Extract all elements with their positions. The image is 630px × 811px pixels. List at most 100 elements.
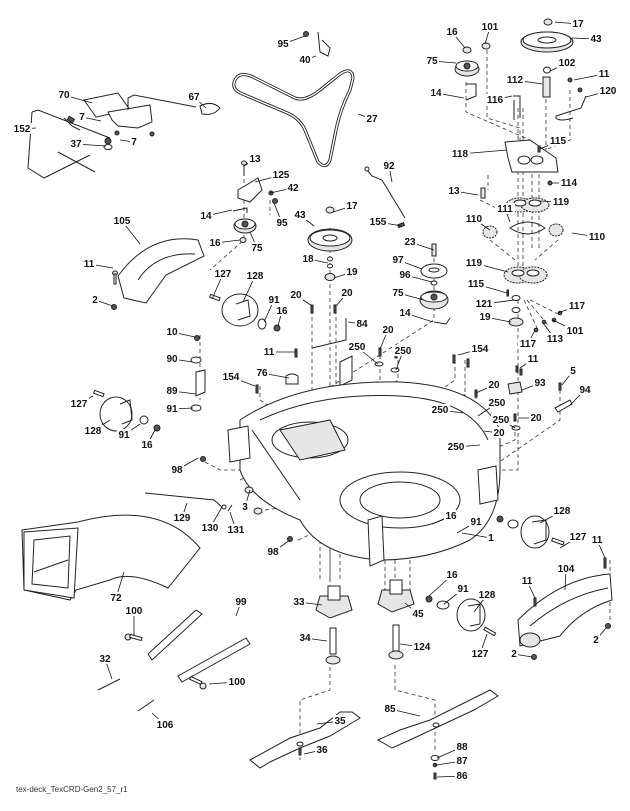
part-number-label: 11	[264, 347, 275, 358]
part-number-label: 154	[223, 372, 240, 383]
callout-97: 97	[391, 254, 423, 270]
part-number-label: 16	[445, 511, 457, 522]
label-background	[565, 325, 585, 336]
callout-87: 87	[436, 755, 469, 767]
part-number-label: 91	[457, 584, 469, 595]
label-background	[495, 203, 515, 214]
callout-128d: 128	[473, 589, 497, 613]
label-background	[592, 634, 600, 645]
callout-7b: 7	[119, 136, 138, 148]
callout-14c: 14	[398, 307, 434, 323]
part-number-label: 97	[392, 255, 404, 266]
part-number-label: 18	[302, 254, 314, 265]
part-number-label: 98	[171, 465, 183, 476]
callout-11e: 11	[590, 534, 606, 559]
callout-72: 72	[109, 571, 125, 604]
label-background	[477, 589, 497, 600]
part-number-label: 1	[488, 533, 494, 544]
callout-152: 152	[12, 123, 37, 135]
label-background	[487, 532, 495, 543]
label-background	[91, 294, 99, 305]
label-background	[262, 346, 276, 357]
label-background	[545, 333, 565, 344]
callout-115a: 115	[539, 135, 568, 150]
part-number-label: 118	[452, 149, 469, 160]
label-background	[78, 111, 86, 122]
label-background	[445, 569, 459, 580]
label-background	[109, 592, 123, 603]
callout-121: 121	[474, 298, 515, 310]
part-number-label: 45	[412, 609, 424, 620]
callout-250f: 250	[446, 441, 481, 453]
callout-19a: 19	[333, 266, 359, 279]
label-background	[213, 268, 233, 279]
part-number-label: 20	[382, 325, 394, 336]
belt-guide-40	[303, 31, 331, 57]
label-background	[124, 605, 144, 616]
callout-86: 86	[436, 770, 469, 782]
callout-32: 32	[98, 653, 113, 680]
rod-92	[364, 166, 406, 229]
part-number-label: 20	[530, 413, 542, 424]
label-background	[447, 185, 461, 196]
label-background	[445, 26, 459, 37]
label-background	[455, 770, 469, 781]
label-background	[571, 18, 585, 29]
part-number-label: 10	[166, 327, 178, 338]
callout-101b: 101	[552, 319, 585, 337]
label-background	[557, 57, 577, 68]
callout-129: 129	[172, 502, 192, 524]
callout-100a: 100	[124, 605, 144, 635]
part-number-label: 42	[287, 183, 299, 194]
label-background	[266, 546, 280, 557]
part-number-label: 72	[110, 593, 122, 604]
callout-91e: 91	[443, 583, 470, 605]
callout-13a: 13	[447, 185, 479, 197]
callout-20a: 20	[289, 289, 313, 307]
deck-lift-linkage	[27, 92, 221, 179]
callout-98a: 98	[170, 457, 199, 476]
label-background	[57, 89, 71, 100]
drive-belt	[232, 69, 355, 168]
part-number-label: 37	[70, 139, 82, 150]
callout-70: 70	[57, 89, 93, 104]
part-number-label: 117	[520, 339, 537, 350]
callout-119a: 119	[539, 196, 571, 208]
callout-11d: 11	[519, 353, 540, 369]
part-number-label: 20	[493, 428, 505, 439]
part-number-label: 250	[489, 398, 506, 409]
label-background	[276, 38, 290, 49]
callout-115b: 115	[466, 278, 508, 294]
part-number-label: 32	[99, 654, 111, 665]
label-background	[286, 182, 300, 193]
label-background	[412, 641, 432, 652]
callout-250e: 250	[491, 414, 516, 429]
part-number-label: 250	[432, 405, 449, 416]
label-background	[69, 138, 83, 149]
label-background	[391, 287, 405, 298]
label-background	[464, 257, 484, 268]
callout-116: 116	[485, 94, 513, 106]
callout-91a: 91	[263, 294, 281, 323]
label-background	[293, 209, 307, 220]
idler-pulley-right	[419, 243, 451, 325]
callout-96: 96	[398, 269, 433, 283]
part-number-label: 20	[341, 288, 353, 299]
label-background	[587, 231, 607, 242]
label-background	[365, 113, 379, 124]
callout-119b: 119	[464, 257, 509, 273]
part-number-label: 128	[554, 506, 571, 517]
part-number-label: 96	[399, 270, 411, 281]
callout-17a: 17	[554, 18, 585, 30]
callout-5: 5	[561, 365, 577, 386]
part-number-label: 89	[166, 386, 178, 397]
part-number-label: 105	[114, 216, 131, 227]
part-number-label: 36	[316, 745, 328, 756]
label-background	[510, 648, 518, 659]
part-number-label: 92	[383, 161, 395, 172]
part-number-label: 11	[522, 576, 533, 587]
label-background	[221, 371, 241, 382]
pulley-43	[307, 206, 353, 281]
label-background	[470, 648, 490, 659]
